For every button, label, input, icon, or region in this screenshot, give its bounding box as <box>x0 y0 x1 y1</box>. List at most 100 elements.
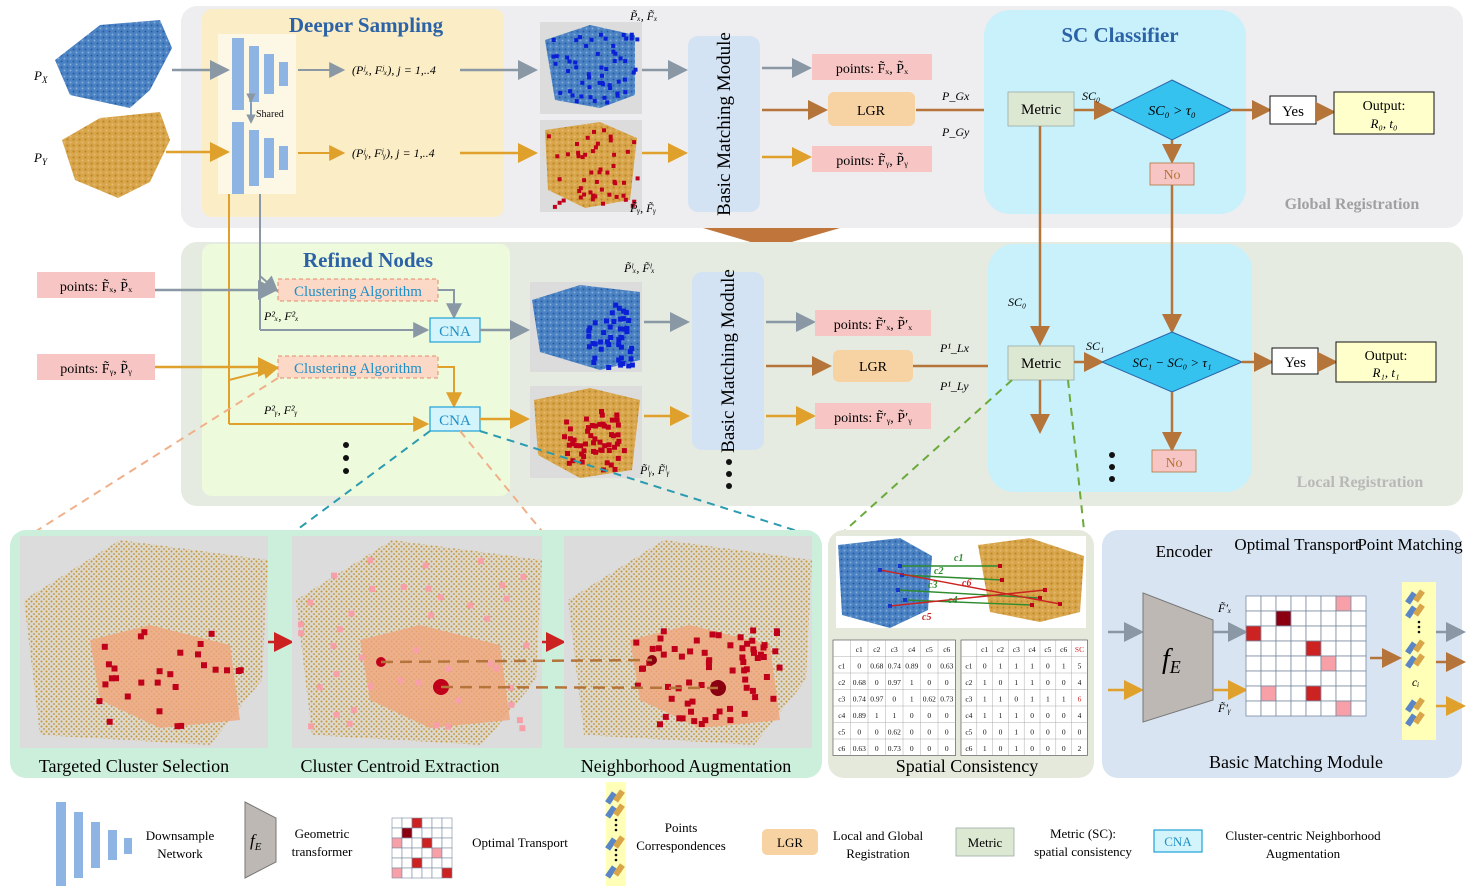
sampled-point <box>633 639 640 646</box>
legend-downsample-icon <box>56 802 132 886</box>
sampled-point <box>367 557 374 564</box>
ot-cell <box>1335 655 1352 672</box>
matrix-cell: 0 <box>892 694 896 703</box>
p2y-label: P²ᵧ, F²ᵧ <box>263 403 298 417</box>
bmm-more-dots <box>726 459 732 489</box>
panel1-caption: Targeted Cluster Selection <box>39 756 229 776</box>
matrix-cell: SC <box>1075 645 1084 654</box>
matrix-background <box>832 639 956 756</box>
matrix-cell: 1 <box>910 694 914 703</box>
ot-cell <box>1305 595 1322 612</box>
sampled-point <box>612 152 617 157</box>
sampled-point <box>576 154 581 159</box>
ot-cell <box>1290 625 1307 642</box>
ot-cell <box>1275 595 1292 612</box>
legend-ot-cell <box>421 847 433 859</box>
ot-cell <box>1290 640 1307 657</box>
sampled-point <box>611 43 616 48</box>
sampled-point <box>369 585 376 592</box>
matrix-cell: c1 <box>965 661 972 670</box>
sampled-point <box>568 89 573 94</box>
points-box-local-y-in <box>37 354 155 380</box>
correspondence-label: c3 <box>928 580 937 591</box>
sampled-point <box>665 683 671 690</box>
sampled-point <box>715 632 722 639</box>
ot-cell <box>1245 670 1262 687</box>
legend-ot-cell <box>401 867 413 879</box>
sampled-point <box>607 83 612 88</box>
sampled-point <box>590 197 595 202</box>
ot-cell <box>1350 640 1367 657</box>
sampled-point <box>591 440 596 446</box>
output-line2-local: R₁, t₁ <box>1371 365 1399 380</box>
sampled-point <box>594 179 599 184</box>
matrix-cell: 1 <box>1014 678 1018 687</box>
sampled-point <box>743 684 750 691</box>
sampled-point <box>583 441 588 447</box>
correspondence-label: c2 <box>934 566 943 577</box>
sampled-point <box>749 687 756 694</box>
sampled-point <box>156 708 163 715</box>
sampled-point <box>178 722 185 729</box>
ci-label: cᵢ <box>1412 675 1419 689</box>
sampled-point <box>585 135 590 140</box>
sampled-point <box>616 357 622 363</box>
sampled-point <box>634 682 641 689</box>
feature-label-x: (Pʲₓ, Fʲₓ), j = 1,..4 <box>352 63 436 77</box>
sampled-point <box>589 423 595 428</box>
shared-label: Shared <box>256 109 284 120</box>
sampled-point <box>574 99 579 104</box>
sampled-label-y: P̃ᵧ, F̃ᵧ <box>629 201 656 215</box>
match-pair-orange <box>613 803 625 817</box>
encoder-trapezoid <box>1142 592 1214 723</box>
sampled-point <box>626 363 632 369</box>
matrix-cell: 0.97 <box>870 694 883 703</box>
sampled-point <box>618 56 623 61</box>
sampled-point <box>729 667 736 674</box>
legend-lgr-box <box>762 829 818 855</box>
sampled-cloud-y <box>540 120 642 212</box>
legend-ot-cell <box>411 867 423 879</box>
ot-cell <box>1305 610 1322 627</box>
correspondence-point <box>1043 588 1047 592</box>
sampled-point <box>609 417 615 423</box>
sampled-point <box>614 412 620 418</box>
sampled-point <box>616 337 622 343</box>
points-text-global-x: points: F̃ₓ, P̃ₓ <box>836 60 909 77</box>
points-text-local-x-in: points: F̃ₓ, P̃ₓ <box>60 278 133 295</box>
matrix-cell: 0 <box>875 678 879 687</box>
matrix-cell: c2 <box>838 678 845 687</box>
ot-cell <box>1260 670 1277 687</box>
sampled-point <box>629 32 634 37</box>
sampled-point <box>660 651 667 658</box>
sampled-point <box>623 197 628 202</box>
sampled-point <box>598 167 603 172</box>
sampled-point <box>606 342 612 348</box>
sampled-point <box>565 451 570 456</box>
sampled-point <box>617 326 623 332</box>
ot-cell <box>1245 595 1262 612</box>
refined-cloud-x <box>530 282 642 372</box>
sampled-point <box>587 85 592 90</box>
matrix-cell: 0 <box>1030 711 1034 720</box>
sampled-point <box>574 65 579 70</box>
sampled-point <box>772 648 779 655</box>
sampled-point <box>154 679 161 686</box>
sampled-point <box>618 362 624 368</box>
local-more-dots <box>1109 452 1115 482</box>
sampled-point <box>763 674 770 680</box>
sampled-point <box>592 341 598 347</box>
matrix-cell: c5 <box>926 645 933 654</box>
legend-ot-cell <box>431 817 443 829</box>
sampled-point <box>592 320 598 326</box>
points-box-global-x <box>812 54 932 80</box>
sampled-point <box>590 149 595 154</box>
ot-cell <box>1245 700 1262 717</box>
matrix-cell: 1 <box>875 711 879 720</box>
matrix-cell: 1 <box>983 711 987 720</box>
points-text-local-y-in: points: F̃ᵧ, P̃ᵧ <box>60 360 132 377</box>
sampled-point <box>597 439 603 445</box>
sampled-point <box>553 61 558 66</box>
sampled-point <box>686 679 693 686</box>
no-text-local: No <box>1165 456 1182 471</box>
